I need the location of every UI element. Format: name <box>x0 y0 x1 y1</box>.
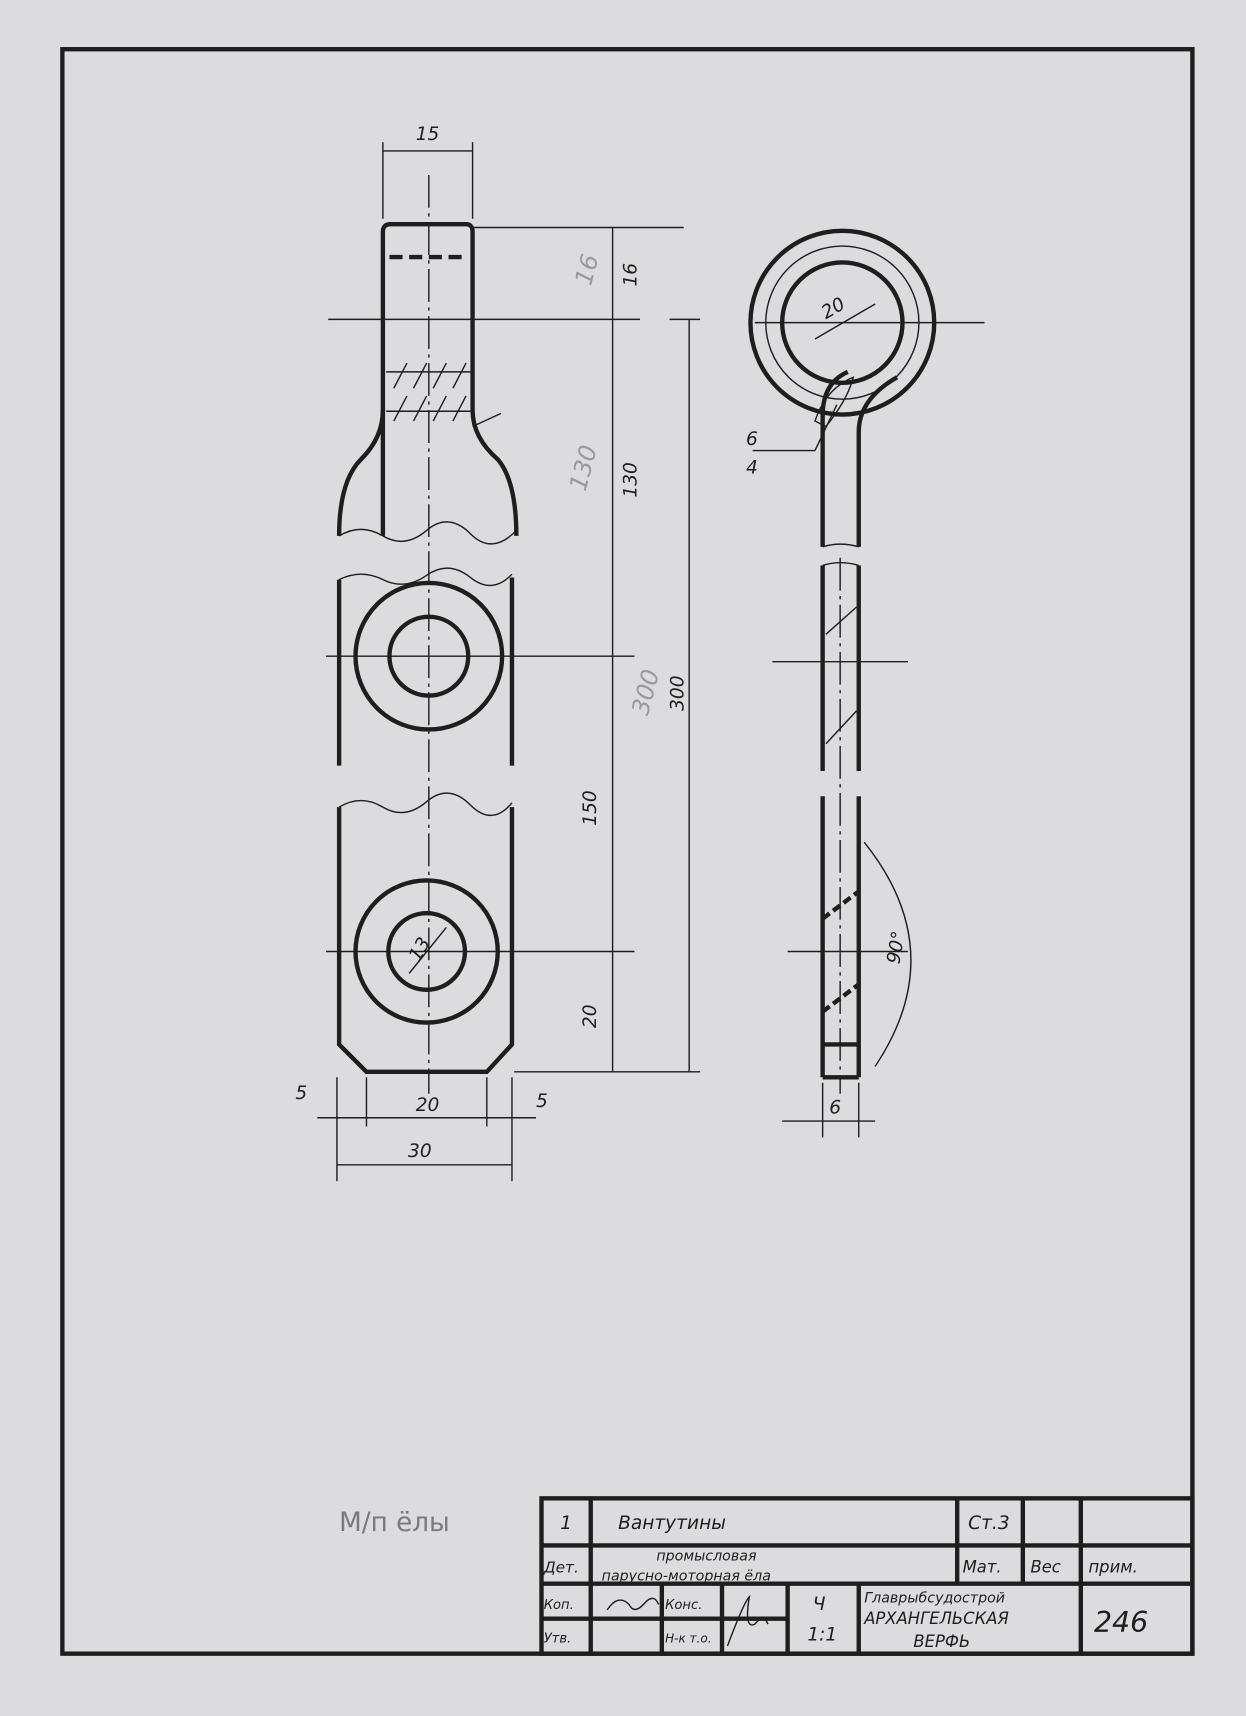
dim-chamfer-right: 5 <box>536 1091 548 1112</box>
hatching <box>386 362 471 422</box>
tb-material: Ст.3 <box>968 1513 1010 1534</box>
tb-vessel-1: промысловая <box>656 1549 757 1565</box>
weld-size-top: 6 <box>746 429 758 450</box>
tb-quantity: 1 <box>560 1513 572 1534</box>
tb-drawing-number: 246 <box>1094 1606 1148 1639</box>
dim-total-length: 300 <box>668 675 689 710</box>
tb-vessel-2: парусно-моторная ёла <box>602 1568 771 1584</box>
sheet-border <box>60 47 1195 1656</box>
tb-label-weight: Вес <box>1030 1558 1060 1577</box>
tb-label-material: Мат. <box>963 1558 1002 1577</box>
signature-tech <box>726 1594 769 1647</box>
tb-org-3: ВЕРФЬ <box>913 1632 970 1651</box>
pencil-note-300: 300 <box>626 666 665 718</box>
dim-end-distance: 20 <box>580 1004 601 1028</box>
dim-overall-width: 30 <box>408 1141 432 1162</box>
dim-bend-angle: 90° <box>883 929 909 965</box>
tb-scale: 1:1 <box>807 1625 837 1646</box>
side-view <box>748 228 985 1138</box>
tb-label-detail: Дет. <box>543 1559 579 1577</box>
tb-label-approved: Утв. <box>544 1632 572 1647</box>
tb-label-tech: Н-к т.о. <box>665 1632 711 1646</box>
tb-label-note: прим. <box>1088 1558 1137 1577</box>
break-line <box>338 521 517 545</box>
tb-sheet-mark: Ч <box>813 1594 826 1615</box>
title-block <box>539 1496 1195 1656</box>
dim-hole-spacing: 150 <box>580 790 601 825</box>
margin-note: М/п ёлы <box>339 1508 450 1538</box>
dim-thickness: 6 <box>829 1097 841 1118</box>
weld-size-bottom: 4 <box>746 458 758 479</box>
weld-mark <box>814 376 855 428</box>
tb-org-2: АРХАНГЕЛЬСКАЯ <box>863 1609 1009 1628</box>
dim-tab-width: 15 <box>416 124 440 145</box>
dim-hole-diameter: 13 <box>405 934 435 965</box>
tb-label-drawn: Коп. <box>544 1598 574 1613</box>
dim-ring-diameter: 20 <box>818 294 849 324</box>
pencil-note-130: 130 <box>564 442 603 494</box>
pencil-note-16: 16 <box>569 251 604 288</box>
tb-part-name: Вантутины <box>618 1513 726 1534</box>
tb-label-checked: Конс. <box>665 1598 702 1613</box>
dim-neck-length: 130 <box>621 462 642 497</box>
front-view <box>317 142 701 1182</box>
dim-flat-width: 20 <box>416 1095 440 1116</box>
signature-drawn <box>606 1597 660 1611</box>
dim-chamfer-left: 5 <box>295 1083 307 1104</box>
tb-org-1: Главрыбсудострой <box>864 1590 1005 1606</box>
dim-tab-length: 16 <box>621 263 642 287</box>
